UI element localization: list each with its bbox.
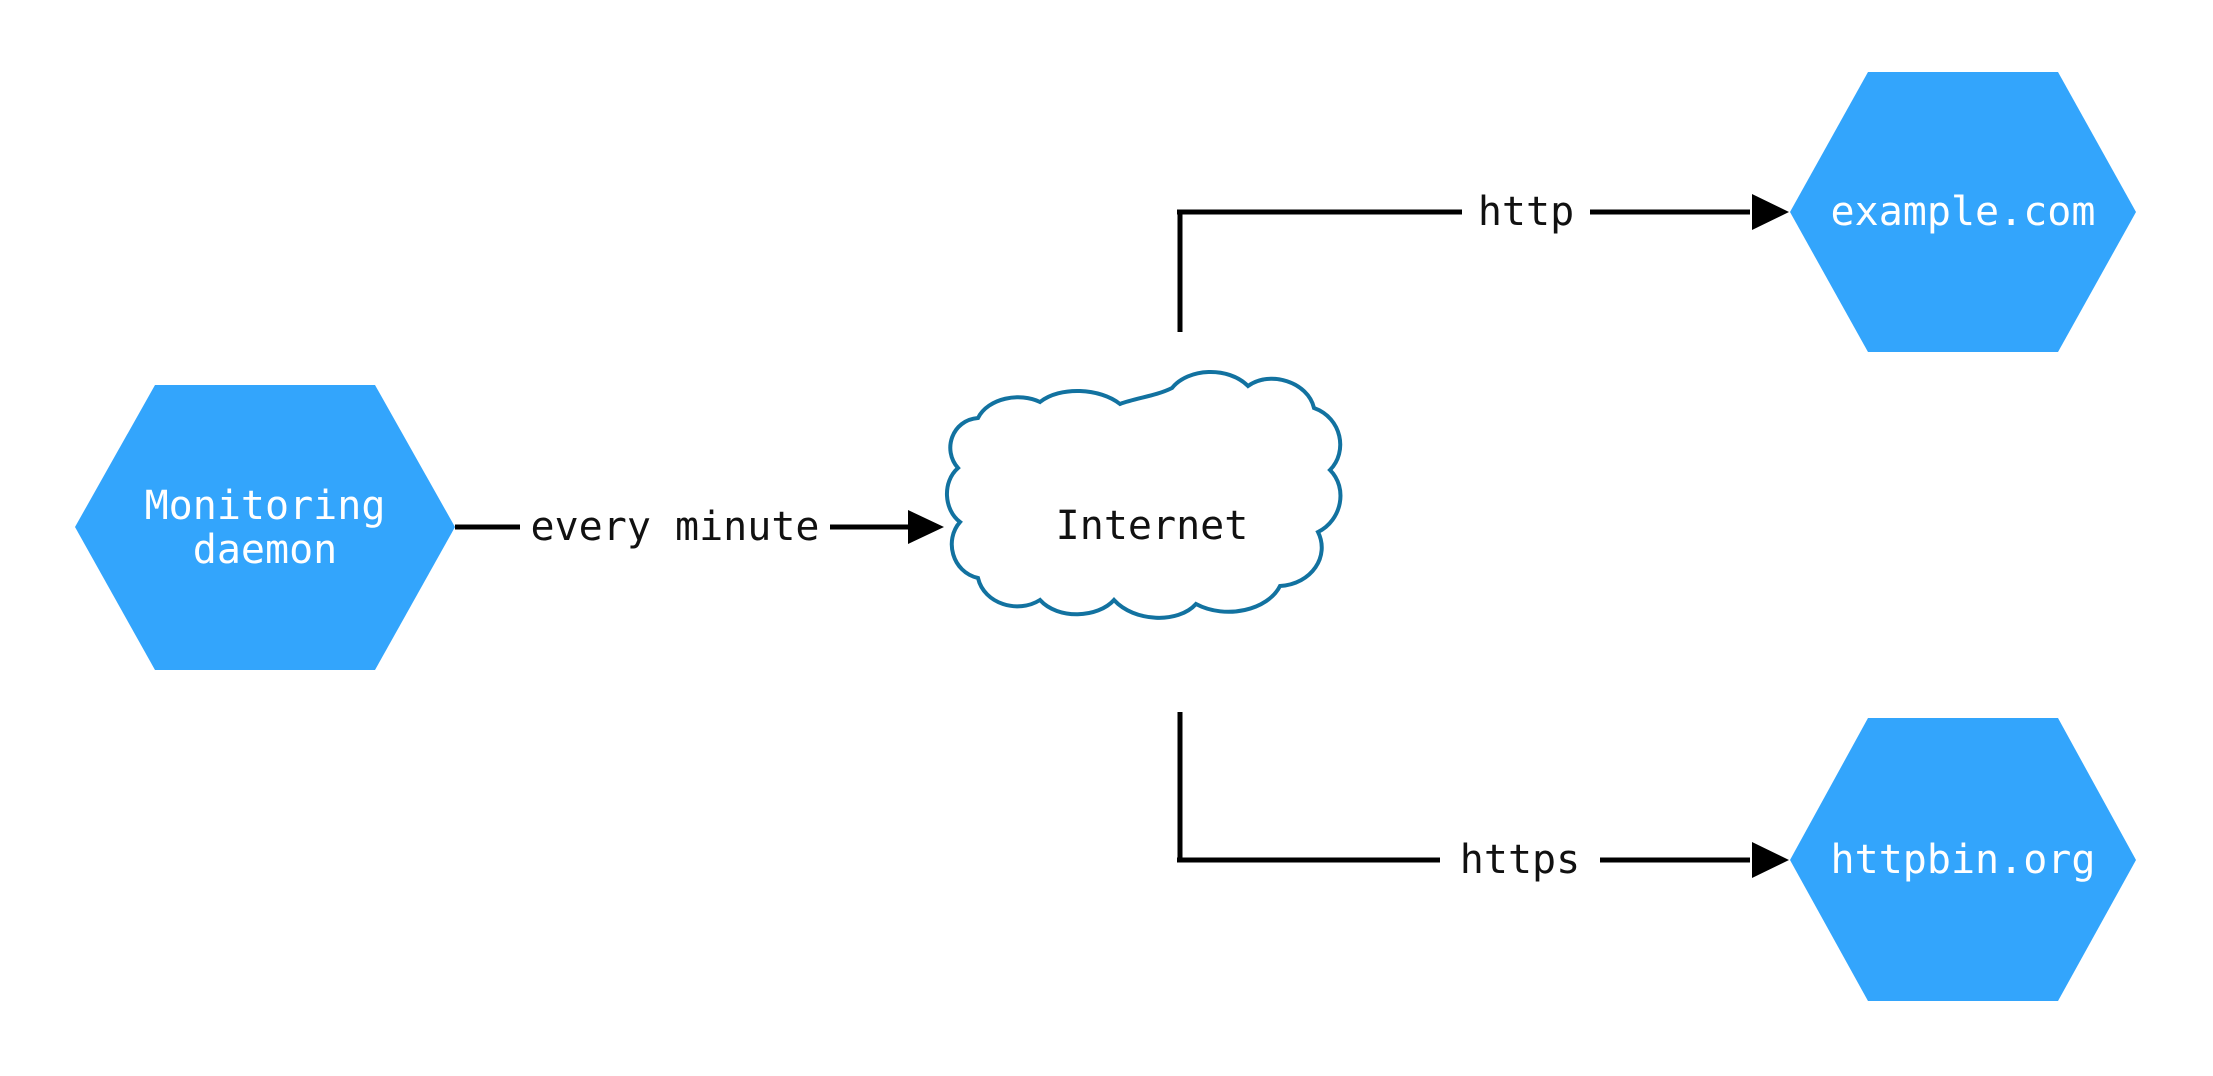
node-monitoring-daemon[interactable]: Monitoring daemon — [75, 385, 455, 670]
arrowhead-right-icon — [908, 510, 944, 544]
edge-daemon-to-internet[interactable]: every minute — [455, 504, 944, 550]
node-label-line1: Monitoring — [145, 483, 386, 529]
edge-label-http: http — [1478, 189, 1574, 235]
node-label-internet: Internet — [1056, 503, 1249, 549]
node-label-httpbin-org: httpbin.org — [1831, 837, 2096, 883]
hexagon-shape — [1790, 718, 2136, 1001]
node-httpbin-org[interactable]: httpbin.org — [1790, 718, 2136, 1001]
edge-label-every-minute: every minute — [531, 504, 820, 550]
node-label-example-com: example.com — [1831, 189, 2096, 235]
node-label-line2: daemon — [193, 527, 338, 573]
node-internet[interactable]: Internet — [944, 370, 1343, 620]
edge-internet-to-example[interactable]: http — [1177, 189, 1789, 332]
node-example-com[interactable]: example.com — [1790, 72, 2136, 352]
edge-internet-to-httpbin[interactable]: https — [1177, 712, 1789, 883]
hexagon-shape — [1790, 72, 2136, 352]
arrowhead-right-icon — [1752, 194, 1789, 230]
cloud-shape — [944, 370, 1343, 620]
arrowhead-right-icon — [1752, 842, 1789, 878]
edge-label-https: https — [1460, 837, 1580, 883]
hexagon-shape — [75, 385, 455, 670]
